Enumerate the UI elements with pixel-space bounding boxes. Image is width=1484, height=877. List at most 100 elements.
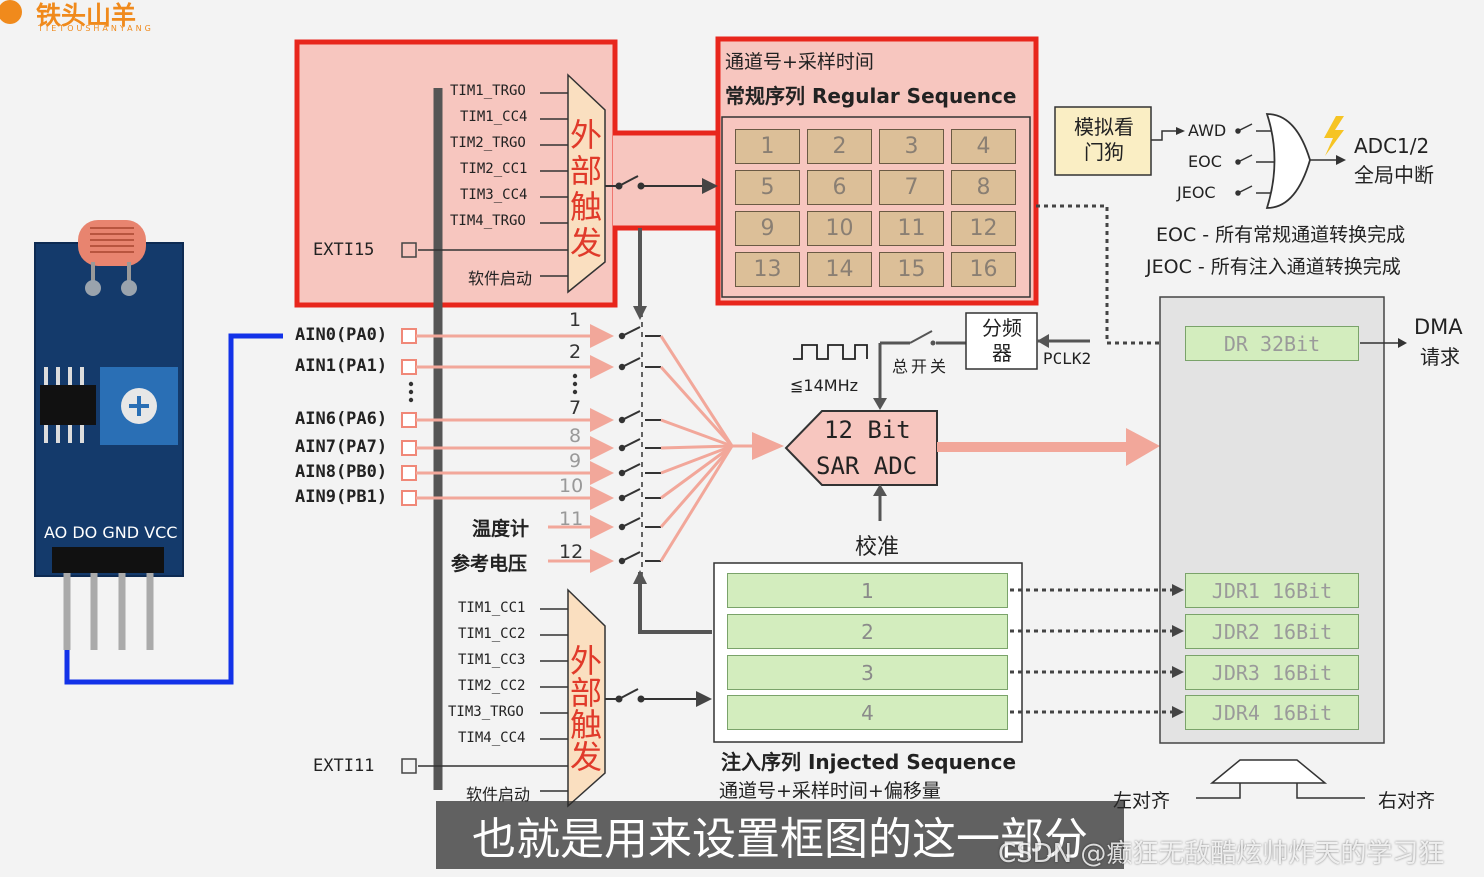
ao-wire [64, 333, 283, 685]
jeoc-label: JEOC [1177, 183, 1216, 202]
regular-cell: 16 [951, 252, 1016, 287]
regular-cell: 3 [879, 129, 944, 164]
prescaler-label: 分频器 [982, 316, 1022, 365]
trigger-source: TIM3_TRGO [448, 704, 524, 720]
injected-mux-label: 外部触发 [570, 642, 603, 776]
exti11-label: EXTI11 [313, 756, 375, 776]
regular-trigger-region [294, 39, 618, 308]
prescaler-box [965, 312, 1038, 370]
trigger-source: TIM4_TRGO [450, 213, 526, 229]
logo-text: 铁头山羊 [36, 1, 137, 30]
pclk2-label: PCLK2 [1043, 349, 1092, 368]
regular-cell: 15 [879, 252, 944, 287]
injected-row: 1 [727, 573, 1008, 608]
regular-cell: 7 [879, 170, 944, 205]
injected-row: 2 [727, 614, 1008, 649]
lightning-icon [1324, 116, 1344, 156]
jdr-register: JDR3 16Bit [1185, 655, 1359, 690]
watchdog-label: 模拟看门狗 [1074, 115, 1134, 164]
regular-cell: 2 [807, 129, 872, 164]
jdr-register: JDR4 16Bit [1185, 695, 1359, 730]
eoc-label: EOC [1188, 152, 1222, 171]
adc-line2: SAR ADC [816, 452, 918, 480]
regular-cell: 10 [807, 211, 872, 246]
video-subtitle: 也就是用来设置框图的这一部分 [436, 801, 1124, 869]
master-switch-label: 总开关 [892, 357, 950, 376]
alignment-symbol [1209, 759, 1328, 784]
input-label: AIN6(PA6) [295, 409, 388, 429]
trigger-source: TIM3_CC4 [460, 187, 528, 203]
trigger-source: TIM2_TRGO [450, 135, 526, 151]
regular-mux-label: 外部触发 [570, 116, 603, 262]
regular-cell: 1 [735, 129, 800, 164]
injected-seq-title2: 通道号+采样时间+偏移量 [719, 780, 941, 802]
channel-number: 9 [569, 450, 582, 472]
regular-cell: 5 [735, 170, 800, 205]
or-gate [1265, 113, 1311, 209]
channel-number: 7 [569, 397, 582, 419]
software-start-label: 软件启动 [466, 785, 531, 804]
input-label: AIN8(PB0) [295, 462, 388, 482]
trigger-source: TIM2_CC2 [458, 678, 526, 694]
dma-label1: DMA [1414, 315, 1463, 339]
channel-number: 8 [569, 425, 582, 447]
channel-number: 11 [559, 508, 584, 530]
channel-number: 1 [569, 309, 582, 331]
logo-subtext: TIETOUSHANYANG [38, 24, 154, 33]
regular-cell: 13 [735, 252, 800, 287]
trigger-source: TIM1_CC2 [458, 626, 526, 642]
vref-label: 参考电压 [451, 553, 528, 575]
interrupt-label2: 全局中断 [1354, 163, 1434, 187]
left-align-label: 左对齐 [1113, 790, 1171, 812]
regular-cell: 11 [879, 211, 944, 246]
regular-cell: 6 [807, 170, 872, 205]
logo-mark [0, 0, 22, 24]
regular-trigger-mux [567, 73, 606, 294]
right-align-label: 右对齐 [1378, 790, 1436, 812]
trigger-source: TIM1_TRGO [450, 83, 526, 99]
software-start-label: 软件启动 [468, 269, 533, 288]
input-label: AIN1(PA1) [295, 356, 388, 376]
dr-register: DR 32Bit [1185, 326, 1359, 361]
trigger-source: TIM2_CC1 [460, 161, 528, 177]
dma-label2: 请求 [1420, 345, 1460, 369]
channel-number: 12 [559, 541, 584, 563]
temp-sensor-label: 温度计 [472, 518, 530, 540]
regular-cell: 12 [951, 211, 1016, 246]
regular-cell: 14 [807, 252, 872, 287]
channel-number: 2 [569, 341, 582, 363]
regular-seq-title2: 常规序列 Regular Sequence [725, 84, 1017, 108]
regular-cell: 4 [951, 129, 1016, 164]
jdr-register: JDR1 16Bit [1185, 573, 1359, 608]
freq-label: ≦14MHz [790, 376, 858, 395]
regular-seq-title1: 通道号+采样时间 [725, 51, 874, 73]
input-pins [401, 328, 417, 506]
module-pin-labels: AO DO GND VCC [44, 523, 178, 542]
injected-row: 3 [727, 655, 1008, 690]
eoc-note: EOC - 所有常规通道转换完成 [1156, 224, 1406, 246]
calibrate-label: 校准 [855, 535, 900, 560]
light-sensor-module [34, 220, 184, 650]
injected-seq-title1: 注入序列 Injected Sequence [721, 750, 1017, 774]
regular-cell: 9 [735, 211, 800, 246]
injected-trigger-mux [567, 588, 606, 808]
watermark: CSDN @癫狂无敌酷炫帅炸天的学习狂 [998, 839, 1445, 869]
input-label: AIN7(PA7) [295, 437, 388, 457]
input-label: AIN9(PB1) [295, 487, 388, 507]
injected-row: 4 [727, 695, 1008, 730]
exti15-label: EXTI15 [313, 240, 375, 260]
adc-line1: 12 Bit [824, 416, 911, 444]
jdr-register: JDR2 16Bit [1185, 614, 1359, 649]
interrupt-label1: ADC1/2 [1354, 134, 1430, 158]
trigger-source: TIM1_CC4 [460, 109, 528, 125]
jeoc-note: JEOC - 所有注入通道转换完成 [1146, 256, 1401, 278]
watchdog-box [1054, 106, 1152, 176]
channel-number: 10 [559, 475, 584, 497]
trigger-source: TIM1_CC1 [458, 600, 526, 616]
trigger-source: TIM1_CC3 [458, 652, 526, 668]
regular-cell: 8 [951, 170, 1016, 205]
trigger-source: TIM4_CC4 [458, 730, 526, 746]
awd-label: AWD [1188, 121, 1227, 140]
channel-switches [618, 312, 661, 578]
input-label: AIN0(PA0) [295, 325, 388, 345]
